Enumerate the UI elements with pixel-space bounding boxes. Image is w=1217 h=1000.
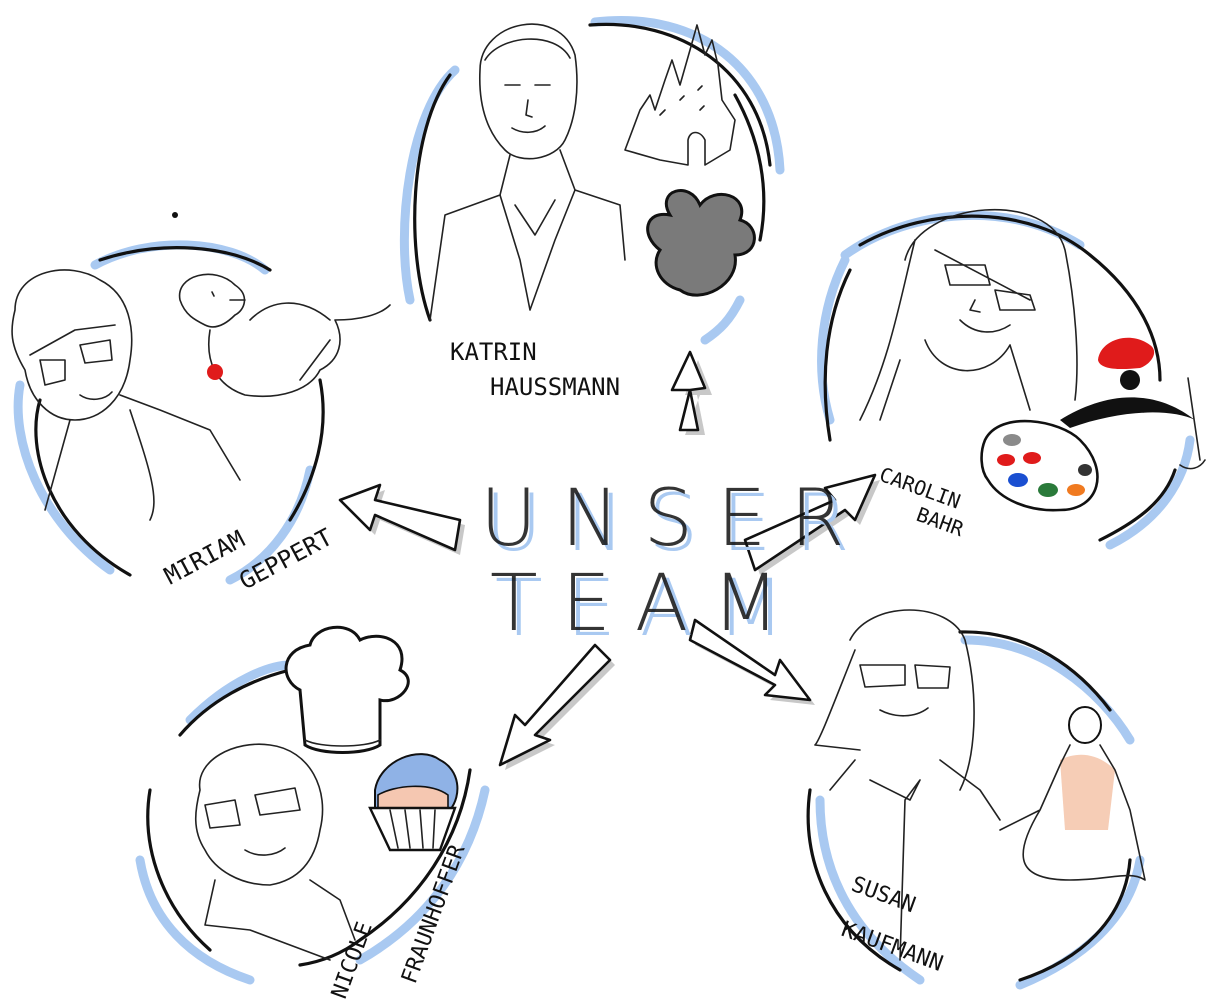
castle-icon	[624, 24, 736, 166]
arrow-to-carolin	[743, 473, 880, 575]
yoga-icon	[999, 706, 1146, 881]
member-name-susan-first: SUSAN	[848, 872, 919, 918]
title-group: UNSER UNSER TEAM TEAM	[480, 474, 873, 654]
portrait-miriam	[11, 269, 241, 521]
circle-miriam-outline	[34, 246, 325, 577]
portrait-katrin	[429, 23, 626, 321]
arrow-to-susan	[688, 618, 815, 705]
arrow-to-miriam	[338, 483, 465, 555]
member-susan: SUSAN KAUFMANN	[806, 609, 1146, 990]
circle-nicole-outline	[146, 668, 472, 967]
member-name-katrin-first: KATRIN	[450, 338, 537, 366]
member-name-nicole-first: NICOLE	[327, 919, 378, 1000]
title-line1-shadow: UNSER	[485, 479, 873, 569]
arrow-to-katrin	[670, 350, 712, 435]
title-line2-shadow: TEAM	[495, 564, 809, 654]
circle-susan-outline	[806, 630, 1132, 982]
circle-carolin-outline	[823, 214, 1177, 542]
member-name-nicole-last: FRAUNHOFFER	[397, 841, 471, 987]
member-name-carolin-last: BAHR	[913, 502, 967, 541]
circle-katrin-blue	[399, 16, 785, 345]
portrait-nicole	[194, 743, 356, 961]
member-name-katrin-last: HAUSSMANN	[490, 373, 620, 401]
circle-susan-blue	[815, 635, 1145, 990]
chef-hat-icon	[284, 625, 410, 754]
mouse-ears-icon	[646, 189, 756, 297]
member-name-susan-last: KAUFMANN	[838, 917, 946, 977]
ink-dot	[172, 212, 178, 218]
cupcake-icon	[368, 753, 459, 852]
member-katrin: KATRIN HAUSSMANN	[399, 16, 785, 401]
portrait-carolin	[859, 208, 1078, 421]
title-line2: TEAM	[490, 559, 804, 649]
member-miriam: MIRIAM GEPPERT	[11, 212, 391, 595]
dog-icon	[178, 273, 391, 398]
circle-katrin-outline	[413, 22, 772, 322]
artist-icon	[1060, 337, 1206, 470]
member-nicole: NICOLE FRAUNHOFFER	[135, 625, 490, 1000]
arrow-to-nicole	[498, 643, 615, 770]
circle-nicole-blue	[135, 660, 490, 985]
portrait-susan	[814, 609, 1001, 961]
palette-icon	[980, 419, 1099, 512]
member-carolin: CAROLIN BAHR	[817, 208, 1206, 550]
title-line1: UNSER	[480, 474, 868, 564]
